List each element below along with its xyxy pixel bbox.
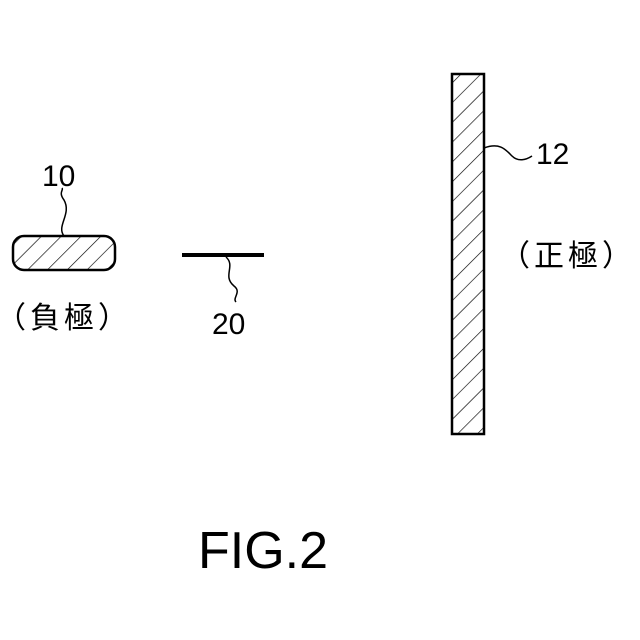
ref-label-12: 12 <box>536 138 569 171</box>
leader-line-20 <box>226 257 237 302</box>
positive-electrode-label: （正極） <box>500 239 636 274</box>
figure-caption: FIG.2 <box>198 522 328 580</box>
positive-electrode <box>452 74 484 434</box>
ref-label-20: 20 <box>212 308 245 341</box>
leader-line-10 <box>61 188 66 236</box>
ref-label-10: 10 <box>42 160 75 193</box>
negative-electrode <box>13 236 115 270</box>
leader-line-12 <box>484 146 532 160</box>
negative-electrode-label: （負極） <box>0 301 132 336</box>
